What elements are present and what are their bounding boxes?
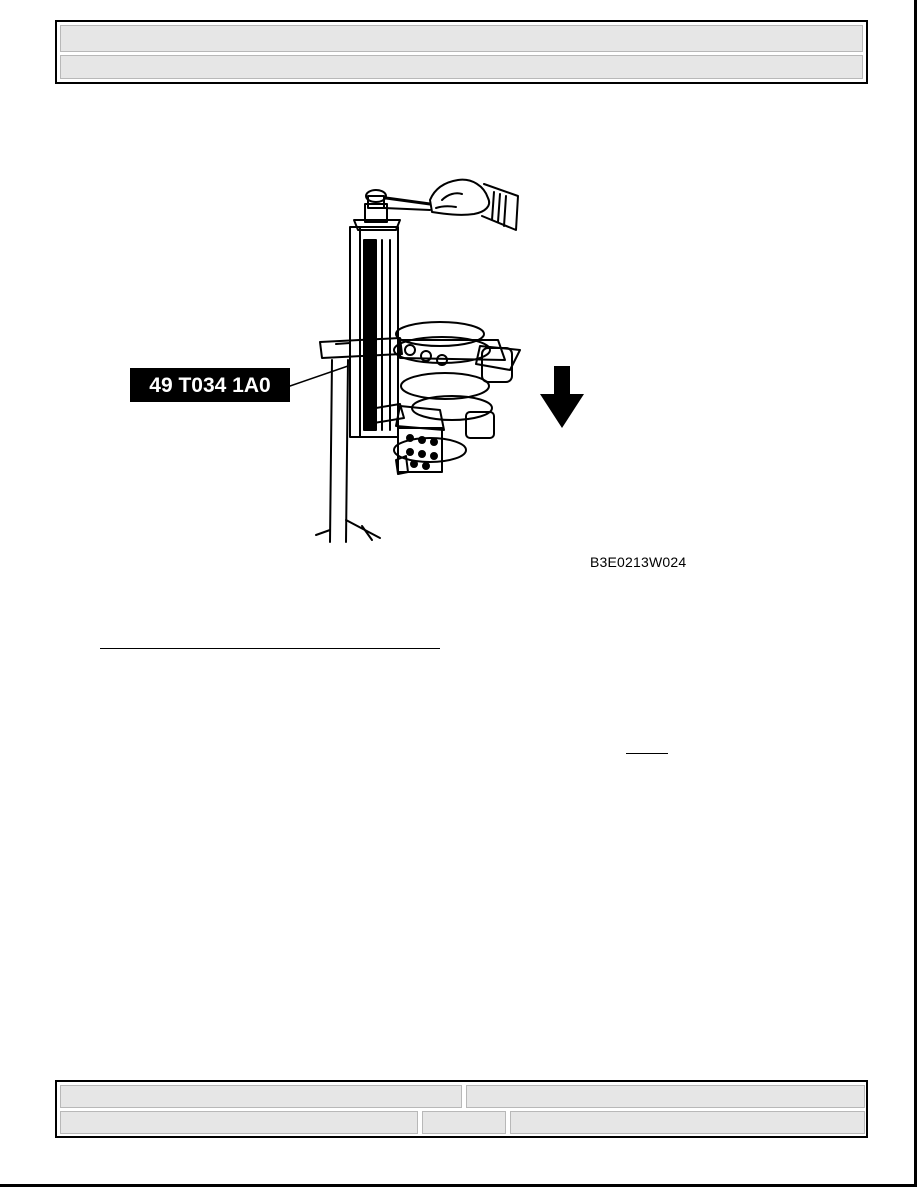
footer-cell-top-left — [60, 1085, 462, 1108]
page-header — [55, 20, 868, 84]
short-divider — [626, 753, 668, 754]
down-arrow-icon — [540, 366, 584, 428]
tool-label-box — [130, 368, 290, 402]
footer-cell-bottom-middle — [422, 1111, 506, 1134]
footer-cell-top-right — [466, 1085, 865, 1108]
page-footer — [55, 1080, 868, 1138]
section-divider — [100, 648, 440, 649]
header-title-bar — [60, 25, 863, 52]
tool-label: 49 T034 1A0 — [149, 374, 270, 397]
spring-compressor-illustration: 49 T034 1A0 — [130, 178, 584, 543]
stand-post-line — [329, 359, 333, 543]
footer-cell-bottom-right — [510, 1111, 865, 1134]
footer-cell-bottom-left — [60, 1111, 418, 1134]
figure-code: B3E0213W024 — [590, 554, 687, 570]
header-subtitle-bar — [60, 55, 863, 79]
